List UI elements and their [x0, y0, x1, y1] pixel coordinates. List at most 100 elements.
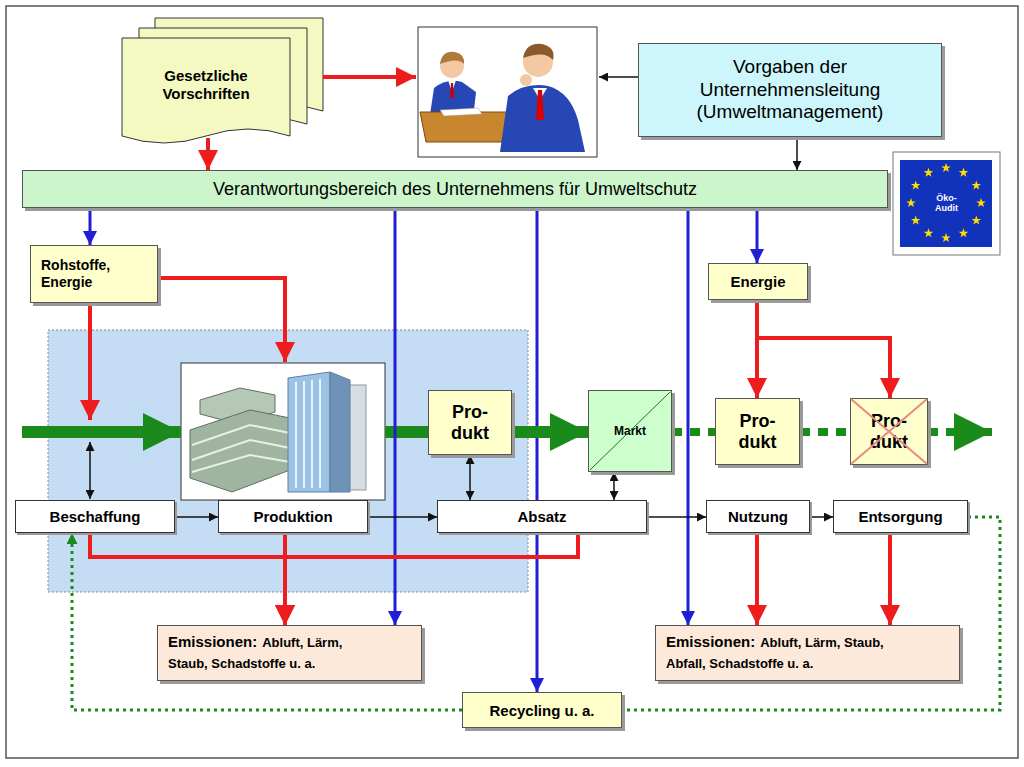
process-step: Nutzung: [706, 500, 810, 533]
text-block: Produktion: [253, 508, 332, 525]
node-text: Gesetzliche Vorschriften: [162, 67, 249, 102]
flow-connector: [622, 517, 1000, 710]
meeting-illustration: [536, 90, 544, 120]
document-stack-shape: [122, 18, 323, 143]
factory-illustration: [192, 425, 290, 472]
node-text: Emissionen:: [666, 633, 755, 650]
eco-audit-flag-shape: [911, 216, 921, 225]
material-flow-arrow: [22, 426, 181, 438]
node-text: Absatz: [517, 508, 566, 525]
eco-audit-flag-shape: [941, 233, 951, 242]
node-text: Produktion: [253, 508, 332, 525]
factory-illustration: [181, 363, 385, 500]
eco-audit-flag-shape: [941, 163, 951, 172]
flow-connector: [206, 138, 210, 170]
node-text: Pro- dukt: [451, 402, 489, 443]
meeting-illustration: [520, 74, 532, 86]
resource-arrow: [158, 278, 285, 362]
node-text: Pro- dukt: [870, 411, 908, 452]
product-box: Pro- dukt: [715, 398, 800, 465]
process-step: Absatz: [437, 500, 647, 533]
node-text: Verantwortungsbereich des Unternehmens f…: [213, 179, 697, 199]
meeting-illustration: [440, 108, 482, 116]
market-box: Markt: [588, 390, 672, 472]
cross-out-mark: [851, 399, 927, 464]
flow-connector: [796, 137, 798, 170]
eco-audit-flag: Öko- Audit: [893, 152, 1000, 255]
eco-audit-flag-shape: [900, 160, 992, 247]
eco-audit-flag-shape: [906, 198, 916, 207]
document-stack-shape: [122, 38, 290, 143]
node-text: Nutzung: [728, 508, 788, 525]
emission-box: Emissionen:Abluft, Lärm, Staub, Abfall, …: [655, 625, 960, 681]
text-block: Öko- Audit: [927, 194, 966, 214]
flow-connector: [613, 472, 615, 500]
exchange-arrow: [89, 442, 91, 499]
node-text: Pro- dukt: [739, 411, 777, 452]
eco-audit-flag-shape: [972, 216, 982, 225]
flow-connector: [175, 516, 218, 518]
flow-connector: [90, 533, 285, 625]
node-text: Entsorgung: [858, 508, 942, 525]
meeting-illustration: [418, 27, 597, 157]
node-text: Recycling u. a.: [489, 702, 594, 719]
node-text: Beschaffung: [50, 508, 141, 525]
flow-connector: [755, 533, 759, 625]
text-block: Nutzung: [728, 508, 788, 525]
flow-connector: [512, 426, 588, 438]
energy-box: Energie: [708, 263, 808, 300]
eco-audit-flag-shape: [959, 228, 969, 237]
process-step: Produktion: [218, 500, 368, 533]
text-block: Vorgaben der Unternehmensleitung (Umwelt…: [669, 56, 911, 124]
text-block: Pro- dukt: [863, 411, 915, 452]
flow-connector: [368, 516, 437, 518]
eco-audit-flag-shape: [924, 228, 934, 237]
node-text: Markt: [614, 424, 646, 438]
text-block: Absatz: [517, 508, 566, 525]
management-box: Vorgaben der Unternehmensleitung (Umwelt…: [638, 43, 942, 137]
document-stack: Gesetzliche Vorschriften: [120, 18, 320, 138]
text-block: Energie: [730, 273, 785, 290]
crossed-product-box: Pro- dukt: [850, 398, 928, 465]
connector-layer: [72, 137, 1000, 710]
emission-box: Emissionen:Abluft, Lärm, Staub, Schadsto…: [157, 625, 422, 681]
factory-illustration: [330, 372, 350, 492]
text-block: Emissionen:Abluft, Lärm, Staub, Schadsto…: [168, 632, 381, 674]
text-block: Verantwortungsbereich des Unternehmens f…: [213, 179, 697, 200]
law-arrow: [323, 75, 416, 79]
text-block: Markt: [614, 424, 646, 438]
node-text: Öko- Audit: [935, 193, 958, 213]
eco-audit-flag-shape: [893, 152, 1000, 255]
process-step: Beschaffung: [15, 500, 175, 533]
guideline-arrow: [599, 76, 638, 78]
node-text: Rohstoffe, Energie: [41, 257, 110, 291]
text-block: Entsorgung: [858, 508, 942, 525]
meeting-illustration: [523, 44, 554, 60]
responsibility-band: Verantwortungsbereich des Unternehmens f…: [22, 170, 888, 208]
factory-illustration: [181, 363, 385, 500]
eco-audit-flag-shape: [893, 152, 1000, 255]
eco-audit-flag-shape: [959, 168, 969, 177]
text-block: Pro- dukt: [441, 402, 499, 443]
company-area: [48, 330, 528, 592]
factory-illustration: [190, 410, 290, 492]
flow-connector: [536, 208, 539, 692]
flow-connector: [800, 428, 850, 436]
meeting-illustration: [418, 27, 597, 157]
meeting-illustration: [500, 85, 585, 152]
text-block: Recycling u. a.: [489, 702, 594, 719]
flow-connector: [72, 533, 462, 710]
text-block: Emissionen:Abluft, Lärm, Staub, Abfall, …: [666, 632, 892, 674]
outer-frame: [6, 6, 1018, 758]
flow-connector: [756, 208, 759, 263]
resource-box: Rohstoffe, Energie: [30, 245, 158, 303]
text-block: Beschaffung: [50, 508, 141, 525]
flow-connector: [469, 455, 471, 500]
eco-audit-flag-shape: [906, 163, 986, 242]
factory-illustration: [288, 372, 330, 492]
flow-connector: [810, 516, 833, 518]
flow-connector: [672, 428, 715, 436]
eco-audit-flag-shape: [924, 168, 934, 177]
